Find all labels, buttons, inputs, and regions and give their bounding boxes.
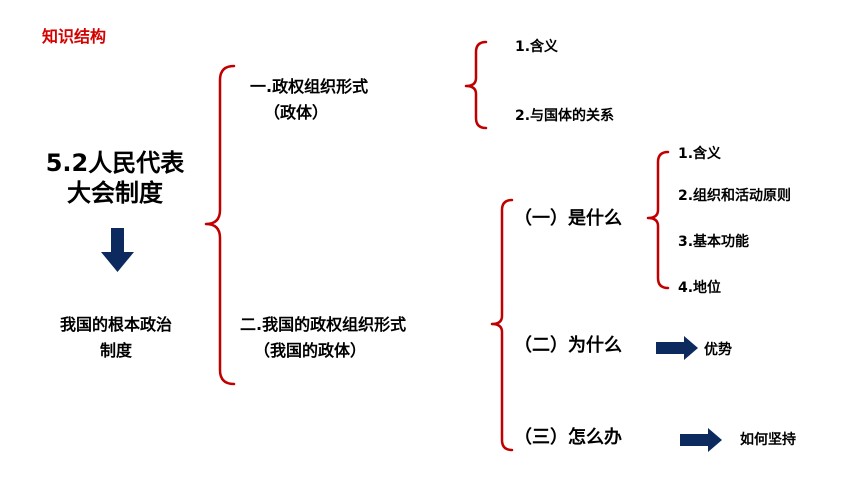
subtitle-line-1: 我国的根本政治	[59, 315, 172, 334]
question-how-label: （三）怎么办	[514, 427, 622, 448]
down-arrow-icon	[101, 228, 134, 272]
section-2-bracket	[490, 198, 514, 452]
right-arrow-icon	[656, 336, 698, 360]
what-item: 1.含义	[678, 146, 722, 162]
section-1-title-line-2: （政体）	[264, 103, 329, 122]
what-item: 4.地位	[678, 280, 722, 296]
main-title-line-2: 大会制度	[67, 179, 163, 207]
section-1-item: 2.与国体的关系	[515, 108, 615, 124]
main-bracket	[204, 64, 236, 386]
section-2-heading: 二.我国的政权组织形式 （我国的政体）	[240, 312, 406, 364]
main-topic-title: 5.2人民代表 大会制度	[16, 148, 214, 208]
section-2-title-line-2: （我国的政体）	[254, 341, 367, 360]
section-1-heading: 一.政权组织形式 （政体）	[250, 74, 368, 126]
main-title-line-1: 5.2人民代表	[45, 149, 185, 177]
question-why-label: （二）为什么	[514, 335, 622, 356]
subtitle-line-2: 制度	[99, 341, 132, 360]
why-answer: 优势	[704, 342, 732, 358]
section-2-title-line-1: 二.我国的政权组织形式	[240, 315, 407, 334]
section-1-item: 1.含义	[515, 39, 559, 55]
how-answer: 如何坚持	[740, 432, 796, 448]
knowledge-structure-title: 知识结构	[42, 27, 107, 46]
what-item: 2.组织和活动原则	[678, 188, 792, 204]
question-what-label: （一）是什么	[514, 208, 622, 229]
section-1-bracket	[464, 40, 488, 130]
section-1-title-line-1: 一.政权组织形式	[250, 77, 369, 96]
right-arrow-icon	[680, 428, 722, 452]
what-item: 3.基本功能	[678, 234, 750, 250]
what-bracket	[646, 150, 670, 290]
main-topic-subtitle: 我国的根本政治 制度	[18, 312, 214, 364]
